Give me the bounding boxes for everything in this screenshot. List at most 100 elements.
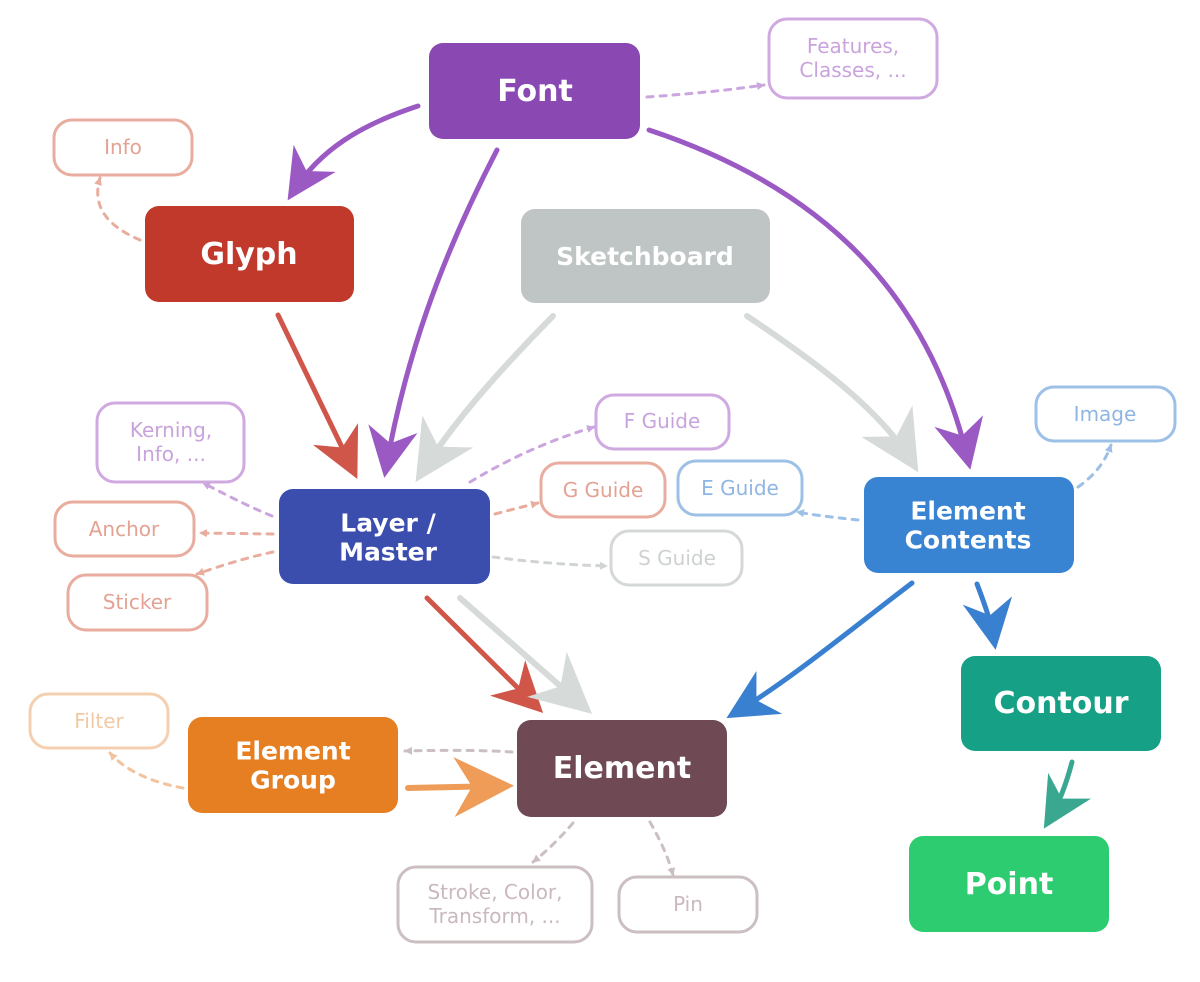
node-layer-label-line: Master (339, 537, 438, 566)
edge-layer-s-guide (491, 555, 609, 570)
node-contour-box (961, 656, 1161, 751)
note-kerning-label-line: Kerning, (130, 418, 212, 442)
note-filter-box (28, 692, 170, 750)
note-s-guide-label-line: S Guide (638, 546, 716, 570)
node-font-box (429, 43, 640, 139)
note-e-guide-box (676, 459, 804, 517)
edge-sketchboard-element-contents (744, 313, 919, 473)
node-point-label-line: Point (965, 867, 1054, 902)
edge-element-group-element (405, 757, 514, 818)
note-s-guide-box (609, 529, 744, 587)
dashed-edges (94, 82, 1113, 877)
edge-contents-e-guide (795, 509, 860, 522)
node-labels: Font Glyph Sketchboard Layer /Master Ele… (200, 74, 1128, 902)
node-font-label: Font (497, 74, 573, 109)
node-element-contents-label-line: Contents (905, 525, 1032, 554)
note-features-label: Features,Classes, ... (799, 34, 906, 82)
note-sticker-box (66, 573, 209, 632)
node-element-label: Element (553, 751, 691, 786)
node-layer-box (279, 489, 490, 584)
note-info-box (52, 118, 194, 177)
edge-element-pin (648, 820, 676, 877)
node-font-label-line: Font (497, 74, 573, 109)
node-element-contents-box (864, 477, 1074, 573)
edge-font-glyph (287, 103, 421, 201)
note-e-guide-label-line: E Guide (701, 476, 779, 500)
note-features-box (767, 17, 939, 100)
note-image-box (1034, 385, 1177, 443)
node-element-group-box (188, 717, 398, 813)
edge-layer-f-guide (468, 425, 596, 484)
node-glyph-label-line: Glyph (200, 237, 297, 272)
node-element-contents-label-line: Element (910, 496, 1025, 525)
note-filter-label: Filter (74, 709, 124, 733)
note-g-guide-label-line: G Guide (563, 478, 644, 502)
node-glyph-box (145, 206, 354, 302)
node-glyph-label: Glyph (200, 237, 297, 272)
note-labels: Features,Classes, ... Info Kerning,Info,… (74, 34, 1136, 928)
edge-sketchboard-layer (415, 313, 556, 483)
edge-element-element-group (403, 746, 514, 755)
note-g-guide-box (539, 461, 667, 519)
note-sticker-label-line: Sticker (103, 590, 172, 614)
edge-element-stroke (531, 821, 575, 864)
note-e-guide-label: E Guide (701, 476, 779, 500)
note-f-guide-label-line: F Guide (624, 409, 701, 433)
note-s-guide-label: S Guide (638, 546, 716, 570)
note-pin-label: Pin (673, 892, 703, 916)
node-sketchboard-box (521, 209, 770, 303)
node-contour-label: Contour (993, 686, 1128, 721)
edge-font-element-contents (646, 127, 984, 470)
note-info-label-line: Info (104, 135, 142, 159)
node-contour-label-line: Contour (993, 686, 1128, 721)
edge-element-contents-element (726, 580, 915, 719)
note-stroke-label-line: Stroke, Color, (427, 880, 562, 904)
note-anchor-label-line: Anchor (89, 517, 160, 541)
node-point-box (909, 836, 1109, 932)
edge-layer-anchor (198, 529, 275, 538)
node-sketchboard-label: Sketchboard (556, 242, 734, 271)
node-element-box (517, 720, 727, 817)
edge-layer-g-guide (493, 500, 540, 516)
solid-edges (275, 103, 1092, 829)
node-element-label-line: Element (553, 751, 691, 786)
edge-layer-kerning (201, 481, 274, 518)
edge-layer-element-red (424, 595, 544, 714)
note-f-guide-box (594, 393, 731, 451)
note-f-guide-label: F Guide (624, 409, 701, 433)
note-g-guide-label: G Guide (563, 478, 644, 502)
note-stroke-label-line: Transform, ... (428, 904, 560, 928)
node-point-label: Point (965, 867, 1054, 902)
edge-contour-point (1043, 759, 1092, 829)
note-sticker-label: Sticker (103, 590, 172, 614)
node-element-group-label-line: Group (250, 765, 336, 794)
notes (28, 17, 1177, 944)
edge-contents-image (1076, 443, 1113, 489)
edge-glyph-info (94, 176, 142, 242)
node-layer-label: Layer /Master (339, 508, 438, 566)
nodes (145, 43, 1161, 932)
note-image-label-line: Image (1074, 402, 1137, 426)
note-info-label: Info (104, 135, 142, 159)
node-sketchboard-label-line: Sketchboard (556, 242, 734, 271)
edge-font-features (645, 82, 766, 99)
node-element-group-label-line: Element (235, 736, 350, 765)
note-pin-box (617, 875, 759, 934)
note-pin-label-line: Pin (673, 892, 703, 916)
edge-layer-sticker (195, 550, 275, 576)
note-anchor-label: Anchor (89, 517, 160, 541)
edge-layer-element-gray (457, 595, 593, 714)
note-kerning-label: Kerning,Info, ... (130, 418, 212, 466)
edge-element-contents-contour (962, 581, 1013, 650)
note-stroke-label: Stroke, Color,Transform, ... (427, 880, 562, 928)
node-layer-label-line: Layer / (340, 508, 436, 537)
note-anchor-box (53, 500, 196, 558)
note-features-label-line: Features, (807, 34, 899, 58)
edge-element-group-filter (108, 751, 185, 790)
note-kerning-label-line: Info, ... (136, 442, 206, 466)
note-features-label-line: Classes, ... (799, 58, 906, 82)
edge-font-layer (368, 147, 500, 478)
